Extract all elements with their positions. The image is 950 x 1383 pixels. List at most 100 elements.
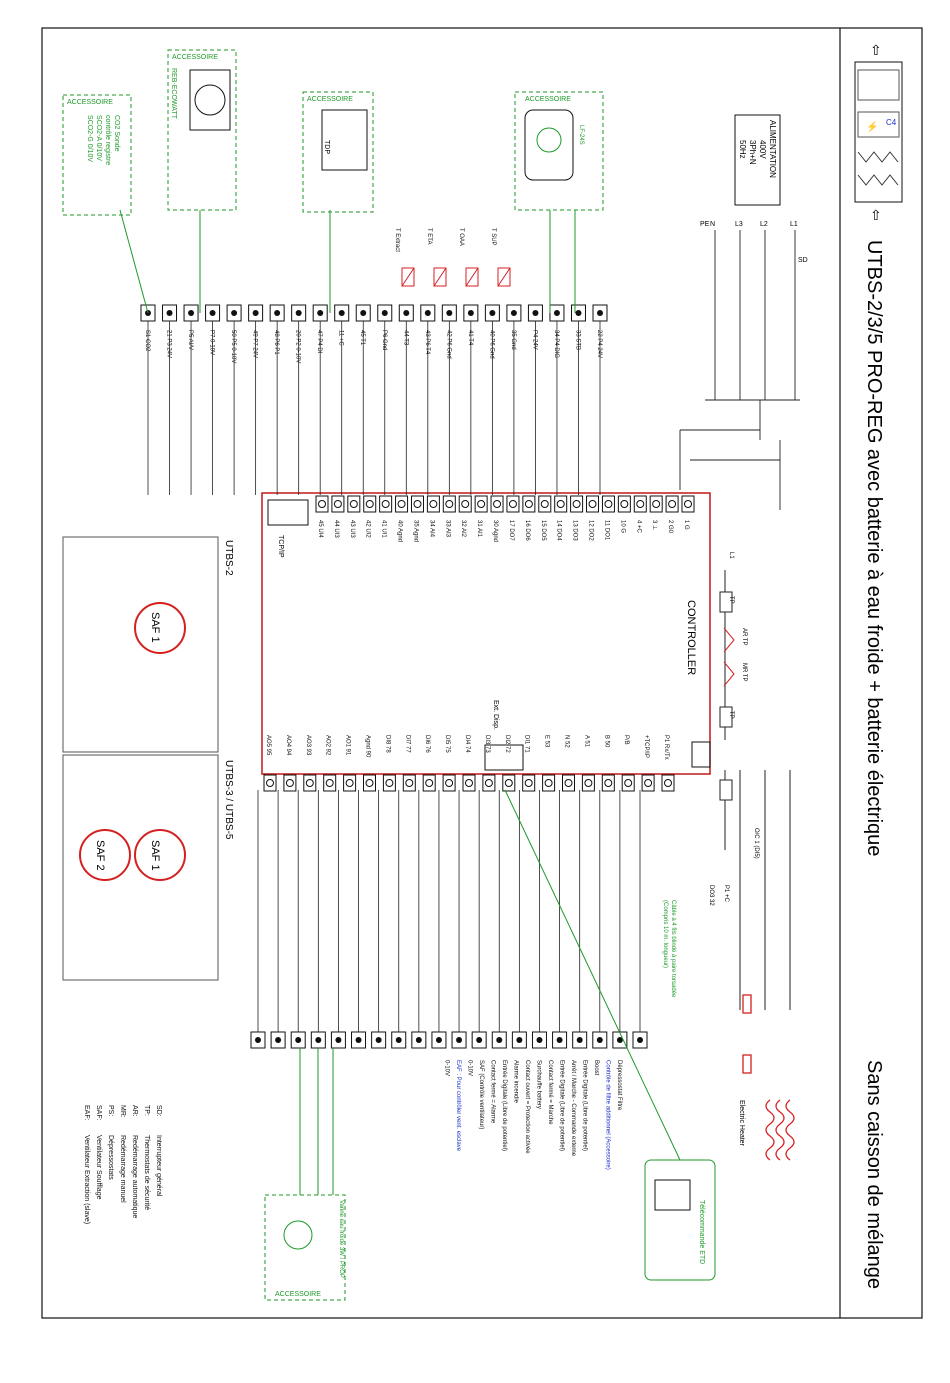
terminal-screw xyxy=(363,774,376,792)
field-terminal-dot xyxy=(510,310,517,316)
input-description: Entrée Digitale (Libre de potentiel) xyxy=(582,1060,588,1151)
input-description: 0-10V xyxy=(467,1060,473,1076)
terminal-label: P/B xyxy=(623,735,629,745)
field-terminal-label: 11 +C xyxy=(338,330,344,346)
terminal-screw xyxy=(649,495,663,513)
field-terminal-dot xyxy=(415,1037,422,1043)
field-terminal-dot xyxy=(338,310,345,316)
supply-line-3: 3Ph+N xyxy=(748,140,757,165)
field-terminal-label: 44 T3 xyxy=(402,330,408,346)
field-terminal-dot xyxy=(395,1037,402,1043)
fan-box-utbs35: UTBS-3 / UTBS-5 SAF 1 SAF 2 xyxy=(62,754,234,981)
phase-labels: L1 L2 L3 N PE SD xyxy=(700,221,808,264)
svg-text:⇧: ⇧ xyxy=(870,42,882,58)
screw-head xyxy=(604,779,613,787)
terminal-screw xyxy=(462,774,476,792)
terminal-label: 40 Agnd xyxy=(397,520,403,542)
field-terminal-dot xyxy=(188,310,195,316)
controller-box xyxy=(261,492,711,775)
terminal-screw xyxy=(665,495,679,513)
svg-text:UTBS-2: UTBS-2 xyxy=(223,540,234,576)
legend-text: Thermostats de sécurité xyxy=(143,1135,150,1210)
input-description: Alarme incendie xyxy=(513,1060,519,1104)
accessory-wire xyxy=(119,209,149,314)
svg-text:LF-24S: LF-24S xyxy=(578,125,584,145)
legend-text: Redémarrage manuel xyxy=(119,1135,126,1203)
screw-head xyxy=(425,779,434,787)
svg-text:Câble à 4 fils blindé à paire: Câble à 4 fils blindé à paire torsadée xyxy=(670,900,676,998)
input-description: Contact ouvert = Protection activée xyxy=(524,1060,530,1154)
terminal-label: 42 UI2 xyxy=(365,520,371,538)
terminal-screw xyxy=(633,495,647,513)
svg-text:L3: L3 xyxy=(735,221,743,228)
field-terminal-label: 21 P3 24V xyxy=(166,330,172,358)
field-terminal-label: 49 P7 24V xyxy=(252,330,258,358)
terminal-label: 31 AI1 xyxy=(476,520,482,538)
screw-head xyxy=(345,779,354,787)
terminal-screw xyxy=(379,495,393,513)
terminal-screw xyxy=(343,774,357,792)
field-terminal-label: 34 P4 DIG xyxy=(553,330,559,358)
terminal-label: 17 DO7 xyxy=(508,520,514,541)
svg-text:ACCESSOIRE: ACCESSOIRE xyxy=(307,96,353,103)
field-terminal-dot xyxy=(317,310,324,316)
field-terminal-dot xyxy=(295,310,302,316)
terminal-label: 16 DO6 xyxy=(524,520,530,541)
svg-text:C4: C4 xyxy=(886,118,897,127)
input-description: Entrée Digitale (Libre de potentiel) xyxy=(559,1060,565,1151)
terminal-label: DI6 76 xyxy=(424,735,430,753)
terminal-screw xyxy=(303,774,317,792)
field-terminal-label: P6 Gnd xyxy=(381,330,387,350)
terminal-label: B 50 xyxy=(603,735,609,748)
svg-text:Vanne eau froide 3W / PROP: Vanne eau froide 3W / PROP xyxy=(338,1200,344,1278)
field-terminal-dot xyxy=(209,310,216,316)
terminal-screw xyxy=(581,774,595,792)
sensor-label: T SUP xyxy=(490,228,496,246)
field-terminal-label: P5 AI/V xyxy=(187,330,193,350)
input-description: Boost xyxy=(593,1060,599,1076)
wiring xyxy=(119,209,681,1195)
input-description: Arrêt / Marche - Commande externe xyxy=(570,1060,576,1157)
screw-head xyxy=(584,779,593,787)
screw-head xyxy=(349,500,358,508)
tcp-label: TCP/IP xyxy=(277,535,284,558)
field-terminal-dot xyxy=(575,310,582,316)
screw-head xyxy=(664,779,672,787)
screw-head xyxy=(381,500,390,508)
terminal-label: E 53 xyxy=(544,735,550,748)
svg-text:SAF 1: SAF 1 xyxy=(149,612,161,643)
svg-text:SD: SD xyxy=(798,257,808,264)
lower-terminal-row xyxy=(250,790,648,1049)
legend-text: Dépressostats xyxy=(107,1135,114,1180)
cable-note: Câble à 4 fils blindé à paire torsadée (… xyxy=(662,900,676,998)
legend-code: SAF: xyxy=(95,1105,102,1121)
terminal-label: N 52 xyxy=(564,735,570,748)
safety-labels: L1 TP AR TP MR TP TP xyxy=(728,552,747,719)
field-terminal-label: 40 P6 Gnd xyxy=(488,330,494,359)
safety-chain xyxy=(719,570,791,1010)
sensor-diagonal xyxy=(497,267,511,287)
screw-head xyxy=(544,779,553,787)
terminal-label: 2 G0 xyxy=(667,520,673,534)
terminal-label: 45 UI4 xyxy=(317,520,323,538)
svg-text:⚡: ⚡ xyxy=(866,120,878,133)
sensor-diagonal xyxy=(465,267,479,287)
screw-head xyxy=(445,500,454,508)
terminal-screw xyxy=(363,495,377,513)
accessory-wire xyxy=(504,789,681,1161)
field-terminal-dot xyxy=(403,310,410,316)
svg-text:PE: PE xyxy=(700,221,710,228)
screw-head xyxy=(385,779,394,787)
input-description: 0-10V xyxy=(444,1060,450,1076)
screw-head xyxy=(604,500,613,508)
phase-lines xyxy=(679,230,800,510)
input-description: Contact fermé = Marche xyxy=(547,1060,553,1125)
terminal-screw xyxy=(617,495,631,513)
input-description: Contact fermé = Alarme xyxy=(490,1060,496,1124)
controller-label: CONTROLLER xyxy=(685,600,697,675)
input-description: SAF (Contrôle ventilateur) xyxy=(478,1060,484,1129)
svg-text:Télécommande ETD: Télécommande ETD xyxy=(698,1200,705,1264)
screw-head xyxy=(266,779,274,787)
terminal-screw xyxy=(601,495,615,513)
